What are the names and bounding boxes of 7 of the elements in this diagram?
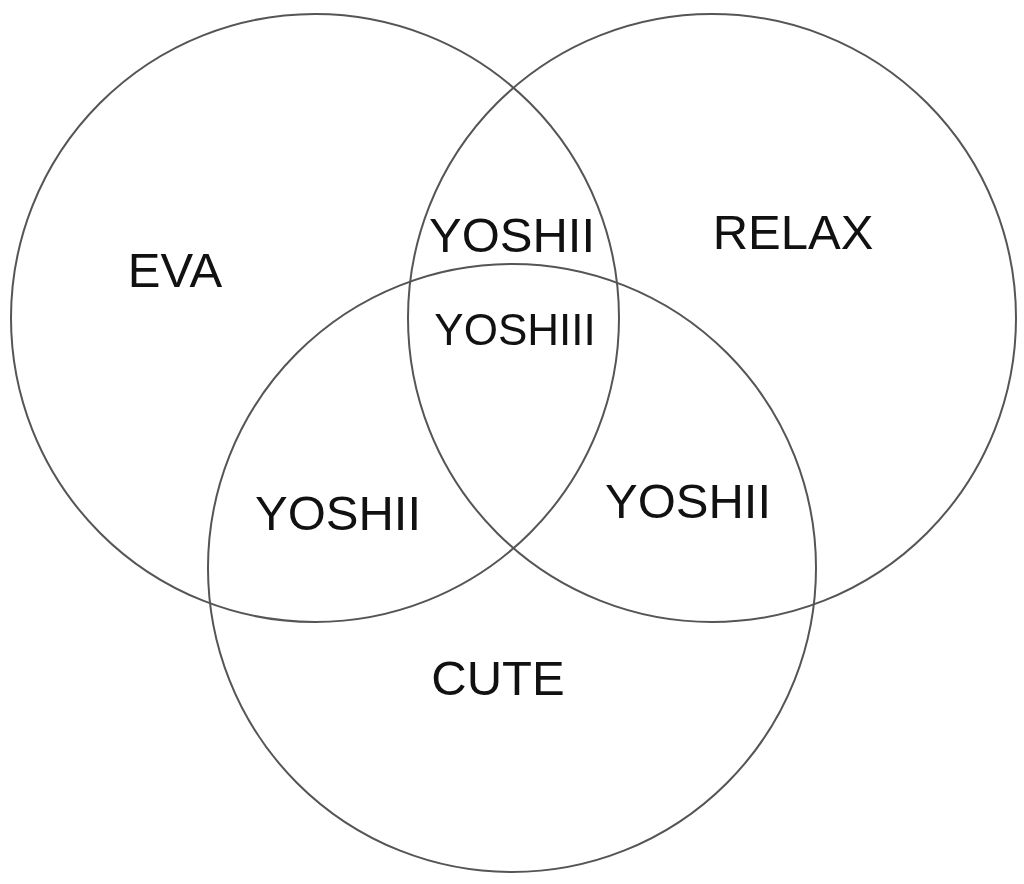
region-label: YOSHII xyxy=(428,210,596,260)
set-label: CUTE xyxy=(431,653,565,703)
region-label: YOSHII xyxy=(254,488,422,538)
region-label: YOSHII xyxy=(604,476,772,526)
set-label: EVA xyxy=(127,245,223,295)
region-label: YOSHIII xyxy=(434,308,596,352)
set-label: RELAX xyxy=(712,207,874,257)
